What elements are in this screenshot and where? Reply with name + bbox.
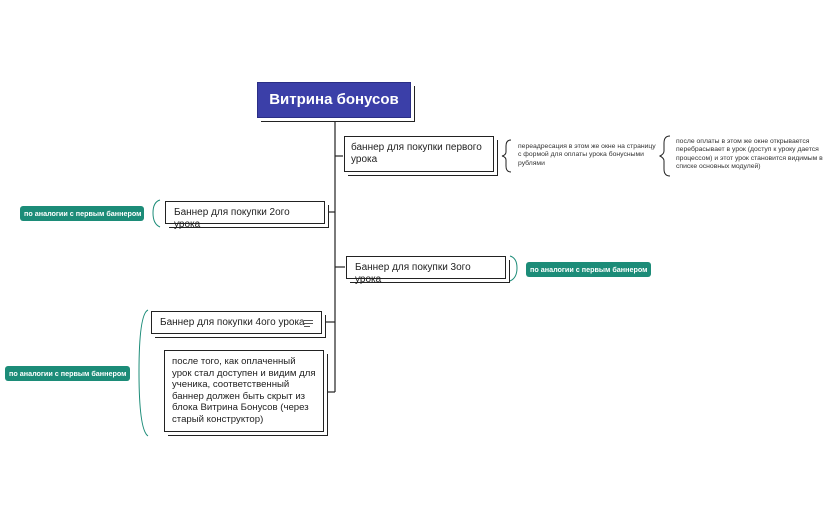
redirect-note-label: переадресация в этом же окне на страницу… [518, 143, 656, 167]
third-banner-analogy-label: по аналогии с первым баннером [530, 265, 648, 274]
redirect-note[interactable]: переадресация в этом же окне на страницу… [518, 143, 658, 168]
fourth-banner-analogy-pill[interactable]: по аналогии с первым баннером [5, 366, 130, 381]
third-banner-analogy-pill[interactable]: по аналогии с первым баннером [526, 262, 651, 277]
brace-redirect-note [501, 139, 512, 173]
after-payment-note[interactable]: после оплаты в этом же окне открывается … [676, 138, 826, 172]
bracket-fourth-pill [138, 309, 149, 437]
hide-banner-note-node[interactable]: после того, как оплаченный урок стал дос… [164, 350, 324, 432]
second-banner-label: Баннер для покупки 2ого урока [174, 207, 290, 230]
third-banner-label: Баннер для покупки 3ого урока [355, 262, 471, 285]
second-banner-analogy-label: по аналогии с первым баннером [24, 209, 142, 218]
second-banner-analogy-pill[interactable]: по аналогии с первым баннером [20, 206, 144, 221]
first-banner-node[interactable]: баннер для покупки первого урока [344, 136, 494, 172]
hide-banner-note-label: после того, как оплаченный урок стал дос… [172, 356, 316, 425]
first-banner-label: баннер для покупки первого урока [351, 142, 482, 165]
after-payment-note-label: после оплаты в этом же окне открывается … [676, 138, 823, 171]
third-banner-node[interactable]: Баннер для покупки 3ого урока [346, 256, 506, 285]
brace-after-payment-note [658, 135, 671, 177]
bracket-second-pill [152, 199, 161, 228]
root-node[interactable]: Витрина бонусов [257, 82, 411, 118]
notes-icon[interactable] [304, 320, 313, 329]
fourth-banner-analogy-label: по аналогии с первым баннером [9, 369, 127, 378]
fourth-banner-label: Баннер для покупки 4ого урока [160, 317, 305, 328]
fourth-banner-node[interactable]: Баннер для покупки 4ого урока [151, 311, 322, 334]
bracket-third-pill [509, 255, 518, 282]
root-title: Витрина бонусов [269, 91, 399, 108]
second-banner-node[interactable]: Баннер для покупки 2ого урока [165, 201, 325, 230]
